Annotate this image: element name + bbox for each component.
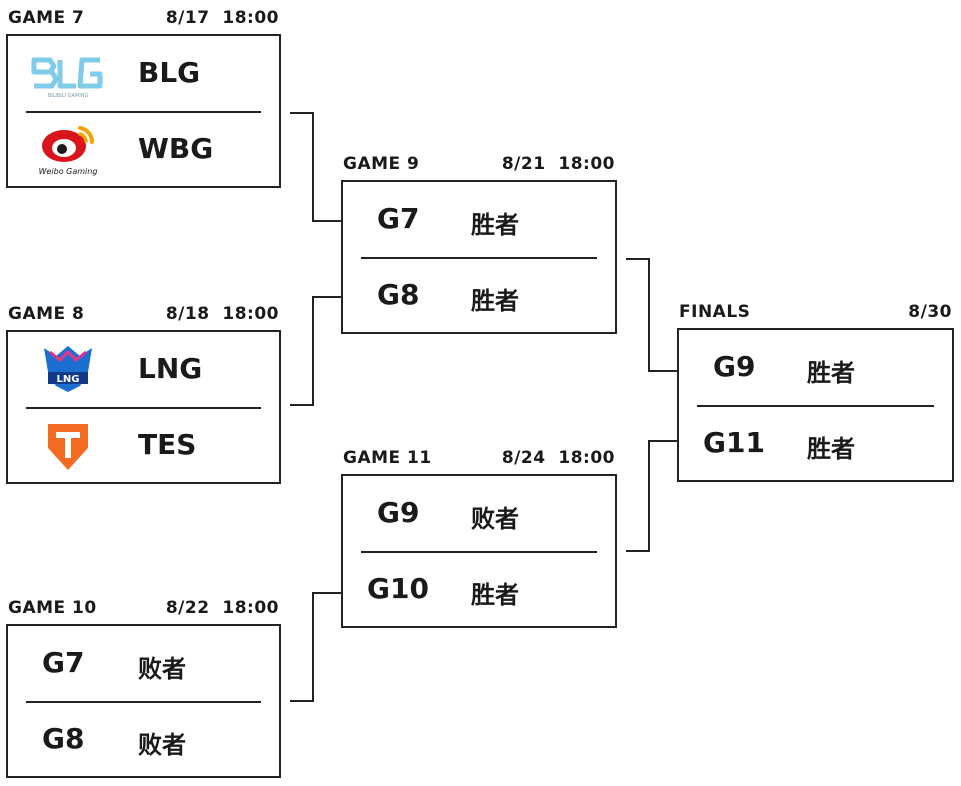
match-finals: FINALS 8/30 G9 胜者 G11 胜者 — [677, 302, 954, 488]
match-header: GAME 8 8/18 18:00 — [6, 304, 281, 328]
match-box: LNG LNG TES — [6, 330, 281, 484]
slot-result: 败者 — [138, 731, 186, 759]
team-name-wbg: WBG — [138, 132, 214, 165]
match-time: 8/22 18:00 — [165, 598, 279, 618]
slot-row: G8 胜者 — [343, 258, 615, 334]
team-row-blg: BILIBILI GAMING BLG — [8, 36, 279, 112]
slot-row: G7 胜者 — [343, 182, 615, 258]
slot-result: 胜者 — [471, 287, 519, 315]
bracket-connector — [626, 258, 650, 260]
bracket-connector — [290, 404, 314, 406]
lng-logo-icon: LNG — [28, 342, 108, 398]
match-name: GAME 10 — [8, 598, 97, 618]
slot-row: G11 胜者 — [679, 406, 952, 482]
slot-seed: G7 — [42, 646, 85, 679]
match-time: 8/24 18:00 — [501, 448, 615, 468]
bracket-connector — [648, 440, 650, 552]
match-time: 8/21 18:00 — [501, 154, 615, 174]
match-name: GAME 11 — [343, 448, 432, 468]
match-header: GAME 9 8/21 18:00 — [341, 154, 617, 178]
lng-logo-text: LNG — [57, 374, 80, 385]
blg-logo-icon: BILIBILI GAMING — [28, 46, 108, 102]
match-time: 8/18 18:00 — [165, 304, 279, 324]
slot-seed: G9 — [713, 350, 756, 383]
slot-result: 胜者 — [471, 211, 519, 239]
slot-row: G9 败者 — [343, 476, 615, 552]
slot-seed: G8 — [377, 278, 420, 311]
row-divider — [697, 405, 934, 407]
slot-row: G10 胜者 — [343, 552, 615, 628]
match-header: FINALS 8/30 — [677, 302, 954, 326]
slot-seed: G10 — [367, 572, 429, 605]
match-box: G9 胜者 G11 胜者 — [677, 328, 954, 482]
slot-seed: G9 — [377, 496, 420, 529]
slot-row: G7 败者 — [8, 626, 279, 702]
team-name-tes: TES — [138, 428, 197, 461]
bracket-connector — [648, 440, 678, 442]
blg-logo-sub: BILIBILI GAMING — [48, 93, 89, 99]
bracket-connector — [312, 112, 314, 222]
row-divider — [26, 111, 261, 113]
wbg-logo-sub: Weibo Gaming — [39, 167, 98, 176]
bracket-connector — [312, 220, 342, 222]
match-time: 8/17 18:00 — [165, 8, 279, 28]
team-name-blg: BLG — [138, 56, 201, 89]
match-box: G7 胜者 G8 胜者 — [341, 180, 617, 334]
match-name: GAME 9 — [343, 154, 420, 174]
team-row-wbg: Weibo Gaming WBG — [8, 112, 279, 188]
slot-seed: G8 — [42, 722, 85, 755]
bracket-connector — [290, 700, 314, 702]
match-name: FINALS — [679, 302, 751, 322]
slot-row: G9 胜者 — [679, 330, 952, 406]
bracket-connector — [312, 296, 342, 298]
bracket-connector — [312, 592, 314, 702]
match-time: 8/30 — [908, 302, 952, 322]
row-divider — [26, 407, 261, 409]
slot-row: G8 败者 — [8, 702, 279, 778]
bracket-connector — [626, 550, 650, 552]
slot-result: 败者 — [138, 655, 186, 683]
slot-result: 胜者 — [807, 435, 855, 463]
match-game-11: GAME 11 8/24 18:00 G9 败者 G10 胜者 — [341, 448, 617, 634]
bracket-connector — [648, 370, 678, 372]
slot-seed: G7 — [377, 202, 420, 235]
match-box: G7 败者 G8 败者 — [6, 624, 281, 778]
match-box: G9 败者 G10 胜者 — [341, 474, 617, 628]
row-divider — [361, 257, 597, 259]
match-header: GAME 7 8/17 18:00 — [6, 8, 281, 32]
match-header: GAME 11 8/24 18:00 — [341, 448, 617, 472]
bracket-connector — [290, 112, 314, 114]
match-name: GAME 8 — [8, 304, 85, 324]
tes-logo-icon — [28, 418, 108, 474]
match-game-10: GAME 10 8/22 18:00 G7 败者 G8 败者 — [6, 598, 281, 784]
slot-seed: G11 — [703, 426, 765, 459]
weibo-gaming-logo-icon: Weibo Gaming — [28, 122, 108, 178]
row-divider — [26, 701, 261, 703]
match-box: BILIBILI GAMING BLG Weibo Gaming WBG — [6, 34, 281, 188]
row-divider — [361, 551, 597, 553]
bracket-connector — [312, 592, 342, 594]
slot-result: 胜者 — [471, 581, 519, 609]
match-game-7: GAME 7 8/17 18:00 BILIBILI GAMING BLG — [6, 8, 281, 194]
slot-result: 胜者 — [807, 359, 855, 387]
team-name-lng: LNG — [138, 352, 203, 385]
team-row-tes: TES — [8, 408, 279, 484]
match-header: GAME 10 8/22 18:00 — [6, 598, 281, 622]
match-game-9: GAME 9 8/21 18:00 G7 胜者 G8 胜者 — [341, 154, 617, 340]
team-row-lng: LNG LNG — [8, 332, 279, 408]
bracket-connector — [312, 296, 314, 406]
slot-result: 败者 — [471, 505, 519, 533]
bracket-connector — [648, 258, 650, 372]
match-game-8: GAME 8 8/18 18:00 LNG LNG TE — [6, 304, 281, 490]
match-name: GAME 7 — [8, 8, 85, 28]
